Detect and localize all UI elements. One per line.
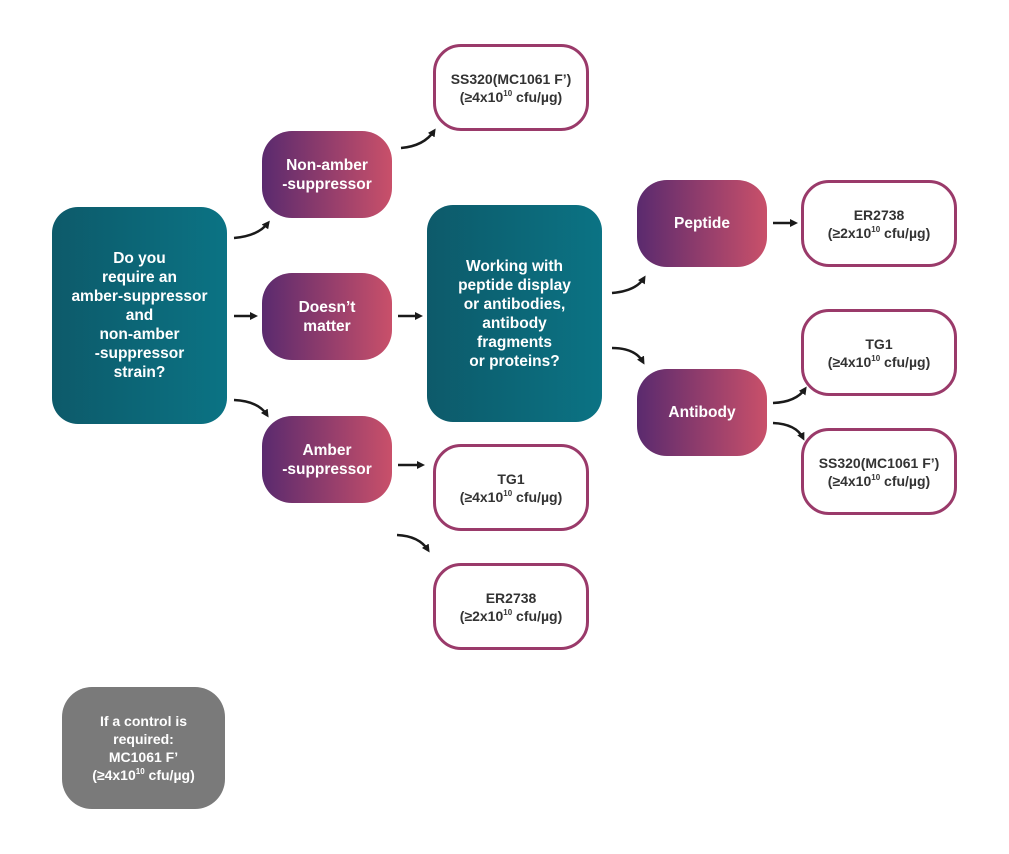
question-box: Do you require an amber-suppressor and n… — [52, 207, 227, 424]
option-doesnt-matter-label: Doesn’t matter — [298, 298, 356, 335]
option-amber-label: Amber -suppressor — [282, 441, 372, 478]
strain-concentration: (≥4x1010 cfu/µg) — [459, 88, 563, 105]
strain-concentration: (≥2x1010 cfu/µg) — [459, 607, 563, 624]
arrow-amber-to-er2738 — [396, 533, 430, 553]
option-doesnt-matter: Doesn’t matter — [262, 273, 392, 360]
control-box: If a control is required: MC1061 F’ (≥4x… — [62, 687, 225, 809]
arrow-question-to-amber — [233, 398, 269, 418]
arrow-antibody-to-ss320 — [772, 421, 805, 441]
strain-tg1-amber: TG1 (≥4x1010 cfu/µg) — [433, 444, 589, 531]
strain-ss320-non-amber: SS320(MC1061 F’) (≥4x1010 cfu/µg) — [433, 44, 589, 131]
strain-concentration: (≥4x1010 cfu/µg) — [827, 353, 931, 370]
application-antibody-label: Antibody — [668, 404, 736, 421]
strain-er2738-amber: ER2738 (≥2x1010 cfu/µg) — [433, 563, 589, 650]
strain-name: TG1 — [497, 470, 525, 487]
arrow-antibody-to-tg1 — [772, 386, 807, 405]
arrow-working-to-antibody — [611, 346, 645, 365]
strain-concentration: (≥4x1010 cfu/µg) — [459, 488, 563, 505]
working-with-box: Working with peptide display or antibodi… — [427, 205, 602, 422]
option-amber: Amber -suppressor — [262, 416, 392, 503]
application-peptide-label: Peptide — [674, 215, 730, 232]
strain-name: TG1 — [865, 335, 893, 352]
arrow-non-amber-to-ss320 — [400, 128, 436, 150]
strain-concentration: (≥4x1010 cfu/µg) — [827, 472, 931, 489]
strain-name: ER2738 — [853, 206, 905, 223]
option-non-amber-label: Non-amber -suppressor — [282, 156, 372, 193]
strain-ss320-antibody: SS320(MC1061 F’) (≥4x1010 cfu/µg) — [801, 428, 957, 515]
arrow-question-to-non-amber — [233, 220, 270, 240]
question-text: Do you require an amber-suppressor and n… — [71, 250, 208, 381]
option-non-amber: Non-amber -suppressor — [262, 131, 392, 218]
arrow-working-to-peptide — [611, 275, 646, 295]
strain-name: SS320(MC1061 F’) — [450, 70, 572, 87]
strain-name: ER2738 — [485, 589, 537, 606]
strain-name: SS320(MC1061 F’) — [818, 454, 940, 471]
application-antibody: Antibody — [637, 369, 767, 456]
control-concentration: (≥4x1010 cfu/µg) — [92, 767, 195, 783]
strain-tg1-antibody: TG1 (≥4x1010 cfu/µg) — [801, 309, 957, 396]
working-with-text: Working with peptide display or antibodi… — [458, 257, 571, 370]
strain-concentration: (≥2x1010 cfu/µg) — [827, 224, 931, 241]
strain-er2738-peptide: ER2738 (≥2x1010 cfu/µg) — [801, 180, 957, 267]
application-peptide: Peptide — [637, 180, 767, 267]
control-text: If a control is required: MC1061 F’ — [99, 713, 188, 765]
